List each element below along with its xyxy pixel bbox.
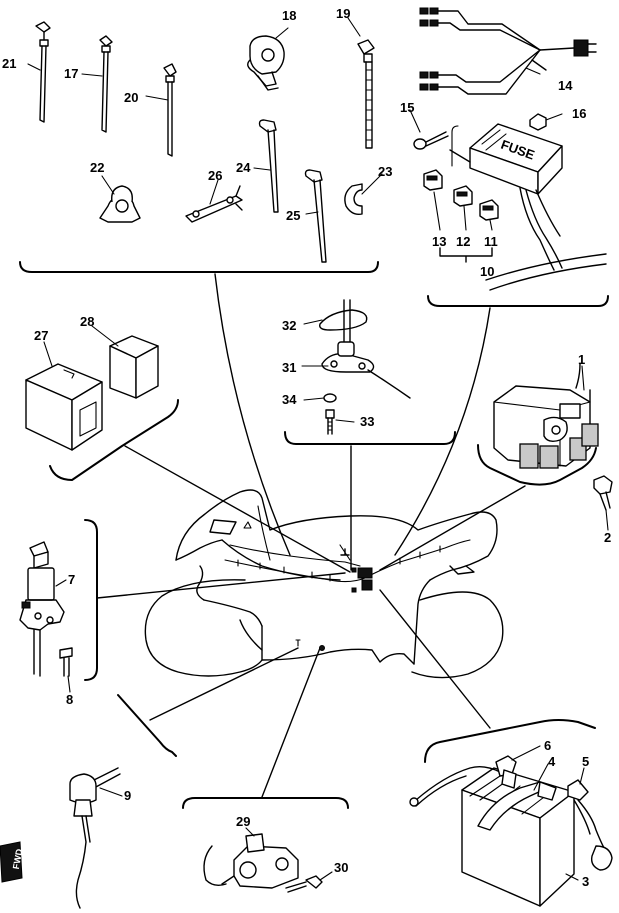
callout-7: 7 [68,572,75,587]
callout-29: 29 [236,814,250,829]
callout-22: 22 [90,160,104,175]
callout-32: 32 [282,318,296,333]
part-2-bolt [593,475,613,511]
callout-8: 8 [66,692,73,707]
part-30-bolt [285,875,323,893]
callout-5: 5 [582,754,589,769]
callout-4: 4 [548,754,556,769]
part-26-band [185,185,243,223]
leader-sidestand-to-harness [149,647,299,721]
motorcycle-outline [144,489,504,679]
fwd-arrow-badge: FWD [0,841,24,883]
part-29-relay [203,833,299,889]
fuse-box: FUSE [449,123,607,291]
callout-10: 10 [480,264,494,279]
part-15-screw [413,131,449,150]
part-6-battery-lead [409,755,517,807]
part-17-cable-tie [99,35,113,133]
part-20-cable-tie [163,63,177,157]
callout-34: 34 [282,392,297,407]
part-24-clip-rod [258,119,279,213]
part-1-starter-relay [493,363,599,469]
callout-16: 16 [572,106,586,121]
callout-18: 18 [282,8,296,23]
callout-25: 25 [286,208,300,223]
part-13-fuse [423,169,443,191]
callout-2: 2 [604,530,611,545]
bracket-ignition-group [84,519,98,681]
callout-12: 12 [456,234,470,249]
callout-6: 6 [544,738,551,753]
callout-23: 23 [378,164,392,179]
leader-battery-to-harness [379,589,491,729]
part-27-relay-unit [25,363,103,451]
bracket-fuse-group [427,295,609,307]
part-5-battery-lead [567,779,613,871]
part-7-ignition-switch [19,541,65,677]
leader-relay-bottom-to-harness [261,647,321,798]
leader-ignition-to-harness [96,572,346,599]
bracket-relay-bottom-group [182,797,349,809]
part-33-bolt [325,409,335,435]
part-11-fuse [479,199,499,221]
fwd-label: FWD [11,848,24,870]
leader-relay-to-harness [124,445,351,573]
part-4-battery-band [477,781,557,831]
part-16-nut [529,113,547,131]
bracket-relay-group [49,399,179,481]
part-32-grommet [319,299,368,345]
part-34-washer [323,393,337,403]
callout-leaders [27,17,609,881]
part-9-sidestand-switch [69,767,121,909]
callout-24: 24 [236,160,251,175]
part-23-clip [344,183,363,216]
callout-13: 13 [432,234,446,249]
part-28-relay [109,335,159,399]
bracket-top-left-group [19,261,379,273]
part-8-bolt [59,647,73,677]
callout-30: 30 [334,860,348,875]
part-21-cable-tie [35,21,51,123]
callout-11: 11 [484,234,498,249]
part-19-cable-tie [357,39,375,149]
callout-14: 14 [558,78,573,93]
part-25-clip-rod [304,169,327,263]
part-31-bracket [321,341,411,399]
callout-1: 1 [578,352,585,367]
bracket-sidestand-group [117,694,177,757]
leader-top-left-to-harness [214,273,291,556]
callout-9: 9 [124,788,131,803]
callout-3: 3 [582,874,589,889]
callout-27: 27 [34,328,48,343]
callout-20: 20 [124,90,138,105]
part-14-fuse-harness [419,7,597,95]
part-22-clamp [99,185,141,223]
part-12-fuse [453,185,473,207]
callout-15: 15 [400,100,414,115]
bracket-battery-group [424,719,596,763]
leader-rectifier-to-harness [379,485,526,571]
callout-19: 19 [336,6,350,21]
callout-33: 33 [360,414,374,429]
bracket-flasher-group [284,431,456,445]
part-18-clamp [247,35,285,91]
callout-28: 28 [80,314,94,329]
bracket-rectifier-group [477,444,597,486]
callout-26: 26 [208,168,222,183]
fuse-set-bracket-10 [439,247,493,263]
leader-fuse-to-harness [394,307,491,556]
callout-31: 31 [282,360,296,375]
callout-17: 17 [64,66,78,81]
callout-21: 21 [2,56,16,71]
